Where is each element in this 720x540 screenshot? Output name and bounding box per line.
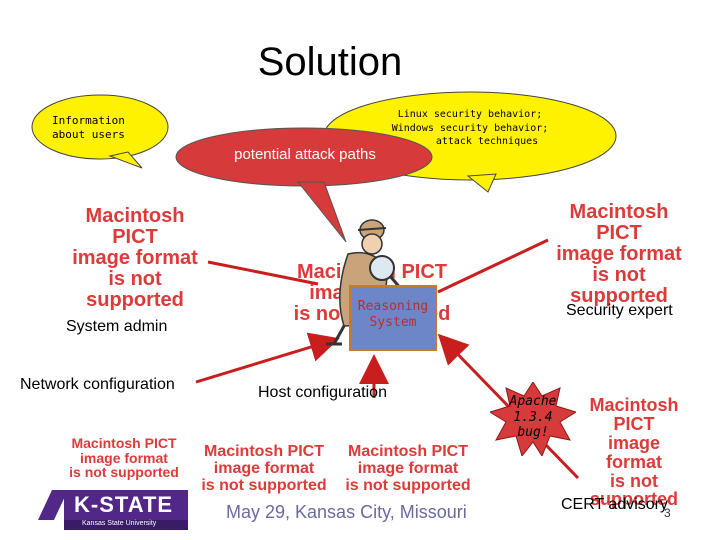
reasoning-system-box: Reasoning System: [349, 285, 437, 351]
attack-paths-text: potential attack paths: [234, 146, 376, 163]
users-bubble-shape: [31, 94, 169, 169]
footer-text: May 29, Kansas City, Missouri: [226, 502, 467, 522]
kstate-logo: K-STATE Kansas State University: [38, 486, 188, 530]
behavior-bubble-text: Linux security behavior; Windows securit…: [380, 108, 560, 149]
logo-text: K-STATE: [74, 492, 174, 517]
kstate-logo-mark: [38, 490, 188, 530]
system-admin-label: System admin: [66, 318, 168, 335]
behavior-line-1: Linux security behavior;: [397, 109, 543, 120]
behavior-line-3: attack techniques: [435, 136, 539, 147]
behavior-line-2: Windows security behavior;: [391, 122, 549, 134]
security-expert-label: Security expert: [566, 302, 673, 319]
line-expert-to-center: [437, 238, 549, 294]
reasoning-line-1: Reasoning: [357, 299, 429, 314]
host-configuration-label: Host configuration: [258, 384, 387, 401]
users-bubble-text: Information about users: [52, 114, 125, 142]
logo-subtext: Kansas State University: [82, 520, 157, 527]
page-number: 3: [664, 506, 671, 520]
apache-bug-starburst: [490, 382, 576, 456]
slide-title: Solution: [257, 40, 403, 84]
attack-paths-bubble-shape: [175, 127, 433, 243]
cert-advisory-label: CERT advisory: [561, 496, 668, 513]
reasoning-line-2: System: [369, 315, 417, 331]
network-configuration-label: Network configuration: [20, 376, 175, 393]
line-admin-to-center: [207, 260, 319, 286]
arrow-network-to-center: [195, 332, 340, 384]
